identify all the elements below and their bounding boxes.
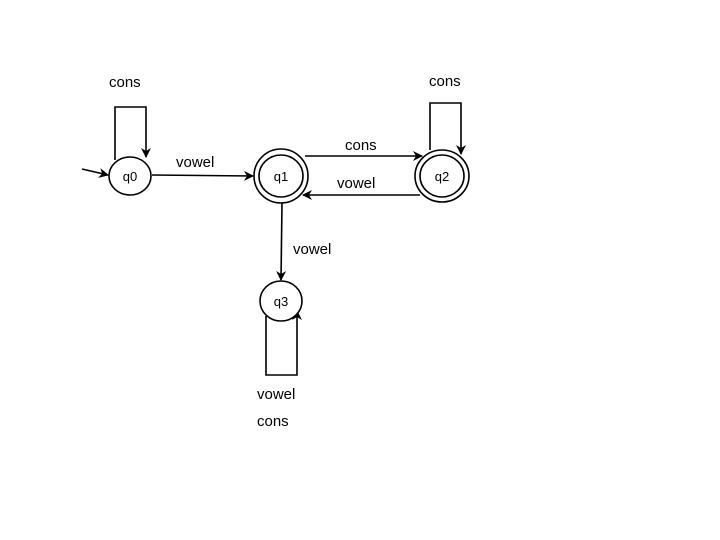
state-q3: q3 — [259, 280, 303, 322]
state-q2: q2 — [414, 149, 470, 203]
state-label-q2: q2 — [435, 169, 449, 184]
state-label-q3: q3 — [274, 294, 288, 309]
edge-label-q2-q2: cons — [429, 73, 461, 90]
edge-label-q0-q0: cons — [109, 74, 141, 91]
edge-label-q3-q3-line2: cons — [257, 413, 289, 430]
edge-label-q1-q3: vowel — [293, 241, 331, 258]
edge-q3-q3 — [265, 310, 302, 376]
edge-label-q1-q2: cons — [345, 137, 377, 154]
edge-label-q2-q1: vowel — [337, 175, 375, 192]
edge-q0-q0 — [114, 106, 151, 160]
state-label-q1: q1 — [274, 169, 288, 184]
state-label-q0: q0 — [123, 169, 137, 184]
edge-label-q3-q3-line1: vowel — [257, 386, 295, 403]
state-q0: q0 — [108, 156, 152, 196]
edge-q1-q3 — [276, 202, 287, 281]
start-arrow — [81, 168, 109, 178]
edge-label-q0-q1: vowel — [176, 154, 214, 171]
state-q1: q1 — [253, 148, 309, 204]
edge-q2-q2 — [429, 102, 466, 155]
edge-q0-q1 — [151, 170, 254, 181]
